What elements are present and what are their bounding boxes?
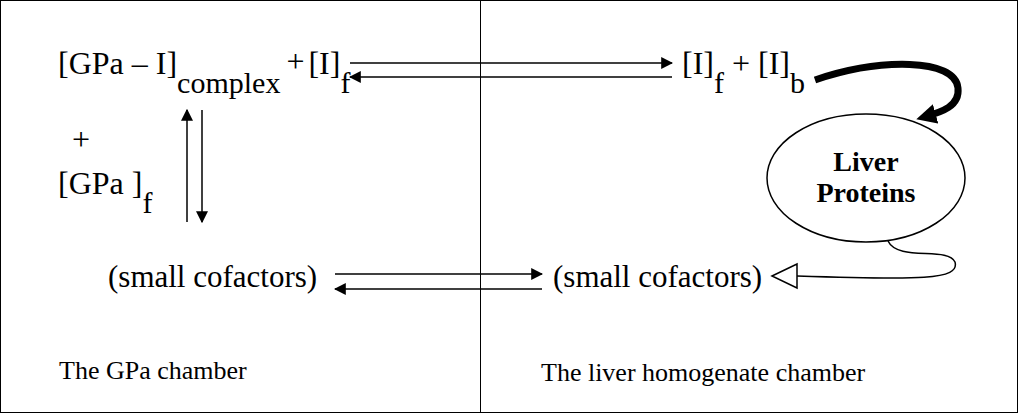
forward-arrow (350, 62, 672, 64)
release-line (797, 241, 955, 278)
forward-arrow (186, 110, 188, 222)
species-label: [I] (682, 46, 714, 81)
chamber-label: The liver homogenate chamber (541, 359, 865, 388)
protein-ellipse: Liver Proteins (766, 113, 966, 243)
subscript-label: complex (177, 66, 280, 99)
ellipse-outline (767, 114, 965, 242)
species-label: + (286, 44, 304, 79)
subscript-label: f (714, 66, 724, 99)
forward-arrow (335, 273, 542, 275)
reverse-arrow (335, 288, 542, 290)
species-label: + [I] (732, 46, 790, 81)
species-label: [GPa ] (58, 166, 142, 201)
reverse-arrow (201, 110, 203, 222)
chamber-label: The GPa chamber (59, 357, 247, 386)
node-label: Liver Proteins (801, 147, 931, 209)
species-label: [GPa – I] (58, 46, 177, 81)
reverse-arrow (350, 76, 672, 78)
species-label: [I] (308, 46, 340, 81)
open-arrowhead (772, 264, 797, 288)
subscript-label: b (790, 66, 805, 99)
species-label: (small cofactors) (108, 260, 317, 294)
species-label: (small cofactors) (553, 260, 762, 294)
species-label: + (72, 122, 90, 157)
binding-arrow (815, 64, 958, 117)
subscript-label: f (142, 186, 152, 219)
subscript-label: f (340, 66, 350, 99)
